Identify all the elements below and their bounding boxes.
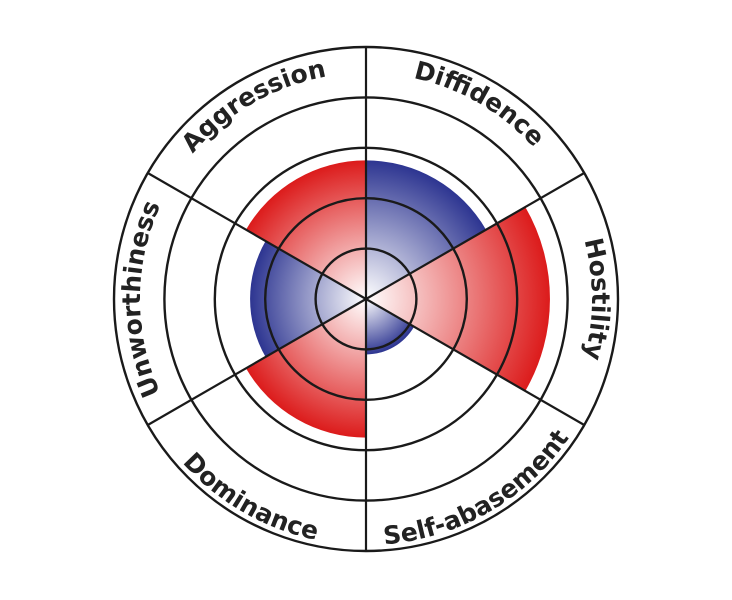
wedge-diffidence (366, 160, 487, 299)
wedge-aggression (245, 160, 366, 299)
wedge-self-abasement (366, 299, 415, 355)
wedge-layer (245, 160, 550, 438)
wedge-dominance (245, 299, 366, 438)
grid-spoke (365, 298, 585, 426)
segment-label: Dominance (178, 447, 322, 546)
segment-label: Hostility (579, 235, 616, 363)
segment-label: Diffidence (412, 55, 551, 151)
grid-layer (112, 45, 620, 553)
grid-spoke (147, 298, 367, 426)
grid-spoke (365, 172, 585, 300)
wedge-unworthiness (250, 241, 366, 357)
grid-spoke (147, 172, 367, 300)
wedge-hostility (366, 207, 550, 391)
